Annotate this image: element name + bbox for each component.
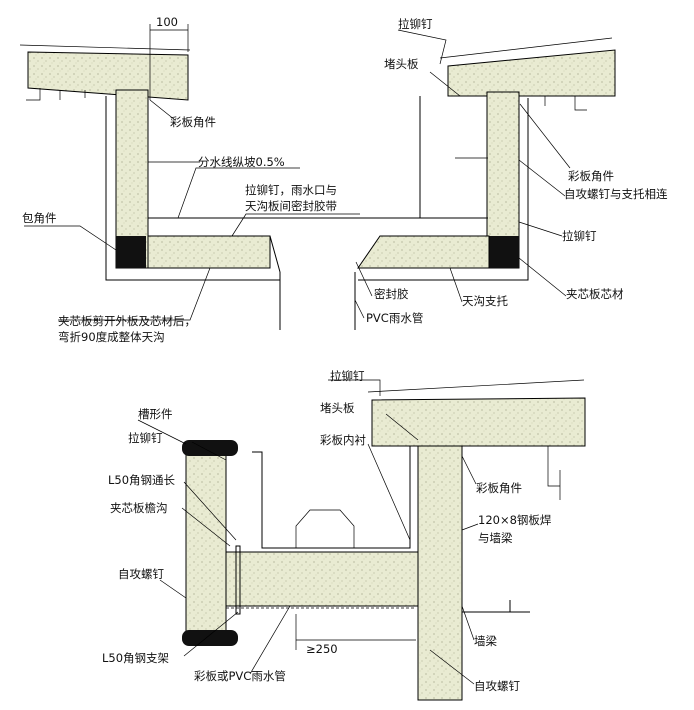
label-rivet-top: 拉铆钉 — [330, 369, 365, 383]
label-self-tap-left: 自攻螺钉 — [118, 567, 164, 581]
label-note-1: 夹芯板剪开外板及芯材后， — [58, 314, 196, 328]
channel-bottom — [182, 630, 238, 646]
label-steel-plate-2: 与墙梁 — [478, 531, 513, 545]
label-rivet-right: 拉铆钉 — [562, 229, 597, 243]
right-gutter-bottom — [357, 235, 490, 269]
label-angle-long: L50角钢通长 — [108, 473, 176, 487]
label-corner-left: 彩板角件 — [170, 115, 216, 129]
label-rivet-left: 拉铆钉 — [128, 431, 163, 445]
label-core-right: 夹芯板芯材 — [566, 287, 624, 301]
label-slope: 分水线纵坡0.5% — [198, 155, 285, 169]
gutter-outer-wall — [185, 443, 227, 641]
label-eave-gutter: 夹芯板檐沟 — [110, 501, 168, 515]
channel-top — [182, 440, 238, 456]
label-rivet-seal-1: 拉铆钉，雨水口与 — [245, 183, 337, 197]
dim-250: ≥250 — [306, 642, 338, 656]
dim-250-line — [295, 614, 416, 650]
dim-100-line — [149, 24, 189, 100]
label-channel: 槽形件 — [138, 407, 173, 421]
liner — [252, 446, 411, 549]
label-rivet-seal-2: 天沟板间密封胶带 — [245, 199, 337, 213]
label-liner: 彩板内衬 — [320, 433, 366, 447]
pvc-pipe — [279, 272, 356, 330]
wall-beam-line — [461, 500, 530, 613]
left-gutter-slope — [269, 235, 281, 273]
outlet — [295, 509, 355, 548]
roof-panel — [371, 397, 586, 447]
wall-panel — [417, 445, 463, 701]
label-pvc: PVC雨水管 — [366, 311, 423, 325]
label-self-tap-support: 自攻螺钉与支托相连 — [564, 187, 668, 201]
label-wall-beam: 墙梁 — [474, 634, 497, 648]
left-core-block — [116, 236, 146, 268]
label-gutter-support: 天沟支托 — [462, 294, 508, 308]
label-note-2: 弯折90度成整体天沟 — [58, 330, 165, 344]
label-corner: 彩板角件 — [476, 481, 522, 495]
left-roof-profile — [26, 88, 86, 101]
right-roof-skin — [439, 37, 613, 59]
right-core-block — [489, 236, 519, 268]
screws — [148, 157, 488, 163]
bottom-detail: ≥250 拉铆钉 槽形件 堵头板 拉铆钉 彩板内衬 L50角钢通长 彩板角件 夹… — [102, 369, 586, 701]
label-steel-plate-1: 120×8钢板焊 — [478, 513, 552, 527]
label-sealant: 密封胶 — [374, 287, 409, 301]
right-roof-profile — [544, 96, 587, 111]
left-roof-skin — [19, 44, 191, 51]
top-detail: 100 拉铆钉 堵头板 彩板角件 彩板角件 自攻螺钉与支托相连 分水线纵坡0.5… — [19, 15, 668, 344]
right-roof-panel — [447, 49, 616, 97]
label-rivet-tr: 拉铆钉 — [398, 17, 433, 31]
left-gutter-bottom — [147, 235, 271, 269]
label-pipe: 彩板或PVC雨水管 — [194, 669, 286, 683]
angle-bracket — [235, 545, 241, 615]
roof-skin — [367, 379, 585, 393]
roof-profile — [547, 446, 561, 500]
gutter-bottom-panel — [225, 551, 419, 607]
left-wrap-flashing — [105, 96, 280, 281]
right-wrap-flashing — [358, 98, 529, 281]
label-corner-right: 彩板角件 — [568, 169, 614, 183]
dim-100: 100 — [156, 15, 178, 29]
label-wrap-corner: 包角件 — [22, 211, 57, 225]
label-angle-bracket: L50角钢支架 — [102, 651, 169, 665]
label-end-plate-tr: 堵头板 — [384, 57, 419, 71]
label-end-plate: 堵头板 — [320, 401, 355, 415]
left-roof-panel — [27, 51, 189, 101]
label-self-tap-bottom: 自攻螺钉 — [474, 679, 520, 693]
